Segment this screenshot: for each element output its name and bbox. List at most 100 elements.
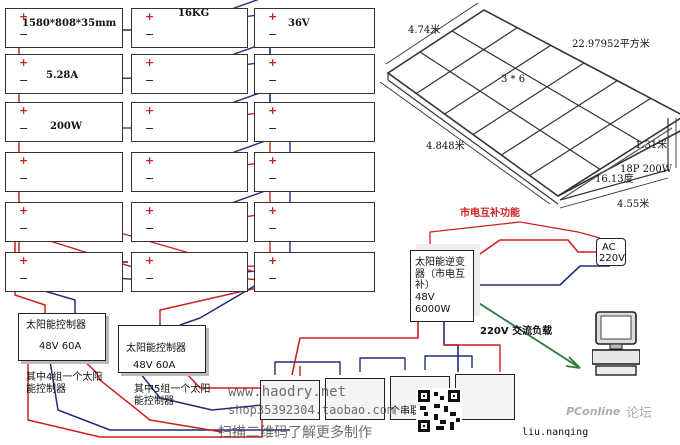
controller-1-title: 太阳能控制器 (26, 320, 86, 331)
negative-terminal-label: − (268, 122, 278, 135)
positive-terminal-label: + (19, 10, 29, 23)
solar-panel: +− (5, 54, 123, 94)
negative-terminal-label: − (145, 28, 155, 41)
wire (274, 361, 341, 375)
dimension-line (559, 177, 669, 209)
wire (474, 265, 610, 286)
positive-terminal-label: + (19, 56, 29, 69)
array-base-label: 4.55米 (617, 199, 650, 210)
array-support (557, 130, 680, 197)
solar-panel: +− (254, 202, 375, 242)
watermark-shop: shop35392304.taobao.com (228, 403, 395, 417)
wire (139, 372, 263, 411)
battery-4 (455, 374, 515, 420)
positive-terminal-label: + (19, 154, 29, 167)
controller-2-note: 其中5组一个太阳能控制器 (134, 384, 211, 407)
wire (291, 322, 419, 376)
panel-weight-label: 16KG (178, 8, 210, 19)
wire (473, 239, 596, 259)
solar-panel: +− (5, 202, 123, 242)
grid-complement-label: 市电互补功能 (460, 208, 520, 219)
array-base-line (559, 169, 669, 201)
array-support (559, 127, 673, 201)
positive-terminal-label: + (145, 154, 155, 167)
solar-panel: +− (5, 102, 123, 142)
panel-current-label: 5.28A (46, 70, 79, 81)
solar-panel: +− (131, 252, 248, 292)
array-edge (387, 79, 559, 205)
positive-terminal-label: + (268, 10, 278, 23)
wire (27, 361, 263, 438)
array-grid-line (472, 62, 585, 136)
negative-terminal-label: − (19, 272, 29, 285)
ac-voltage: 220V (599, 253, 625, 264)
wire (49, 360, 290, 431)
ac-plug-icon: AC 220V (596, 238, 626, 266)
author-label: liu.nanqing (522, 427, 589, 438)
positive-terminal-label: + (145, 254, 155, 267)
solar-panel: +− (5, 252, 123, 292)
battery-2 (325, 378, 385, 420)
wire (429, 221, 601, 250)
array-grid-line (444, 44, 551, 115)
negative-terminal-label: − (268, 172, 278, 185)
ac-load-arrow (473, 299, 581, 369)
array-grid-line (529, 97, 651, 177)
negative-terminal-label: − (268, 74, 278, 87)
array-area-label: 22.97952平方米 (572, 39, 650, 50)
dimension-line (385, 2, 479, 65)
negative-terminal-label: − (19, 74, 29, 87)
negative-terminal-label: − (19, 28, 29, 41)
array-height-label: 1.31米 (635, 140, 668, 151)
controller-1-rating: 48V 60A (39, 341, 82, 352)
negative-terminal-label: − (268, 222, 278, 235)
ac-load-label: 220V 交流负载 (480, 326, 553, 337)
solar-panel: +− (254, 54, 375, 94)
solar-panel: +− (254, 8, 375, 48)
positive-terminal-label: + (145, 10, 155, 23)
watermark-site: www.haodry.net (228, 384, 347, 400)
controller-box-1: 太阳能控制器 48V 60A (18, 313, 106, 361)
negative-terminal-label: − (145, 122, 155, 135)
solar-panel: +− (131, 8, 248, 48)
controller-2-title: 太阳能控制器 (126, 343, 186, 354)
positive-terminal-label: + (19, 204, 29, 217)
positive-terminal-label: + (268, 154, 278, 167)
negative-terminal-label: − (268, 272, 278, 285)
watermark-scan: 扫描二维码了解更多制作 (218, 425, 372, 441)
positive-terminal-label: + (19, 254, 29, 267)
panel-size-label: 1580*808*35mm (22, 18, 117, 29)
negative-terminal-label: − (19, 222, 29, 235)
wire (424, 355, 473, 370)
positive-terminal-label: + (145, 104, 155, 117)
solar-panel: +− (5, 152, 123, 192)
array-grid-line (501, 80, 618, 156)
solar-panel: +− (5, 8, 123, 48)
solar-panel: +− (131, 152, 248, 192)
inverter-power: 6000W (415, 304, 451, 315)
positive-terminal-label: + (145, 204, 155, 217)
solar-panel: +− (254, 152, 375, 192)
array-spec-label: 18P 200W (620, 164, 672, 175)
wire (159, 284, 271, 325)
solar-panel: +− (254, 252, 375, 292)
positive-terminal-label: + (19, 104, 29, 117)
array-width-label: 4.74米 (408, 25, 441, 36)
ac-label: AC (602, 242, 616, 253)
wire (359, 357, 406, 372)
qr-code-icon (416, 388, 462, 434)
solar-panel: +− (254, 102, 375, 142)
positive-terminal-label: + (268, 204, 278, 217)
positive-terminal-label: + (268, 104, 278, 117)
ac-load-arrow-head (565, 356, 581, 369)
inverter-title: 太阳能逆变器（市电互补） (415, 257, 465, 291)
negative-terminal-label: − (268, 28, 278, 41)
controller-1-note: 其中4组一个太阳能控制器 (26, 372, 103, 395)
negative-terminal-label: − (145, 272, 155, 285)
inverter-box: 太阳能逆变器（市电互补） 48V 6000W (410, 250, 474, 322)
positive-terminal-label: + (268, 56, 278, 69)
negative-terminal-label: − (19, 122, 29, 135)
dimension-line (379, 81, 551, 205)
